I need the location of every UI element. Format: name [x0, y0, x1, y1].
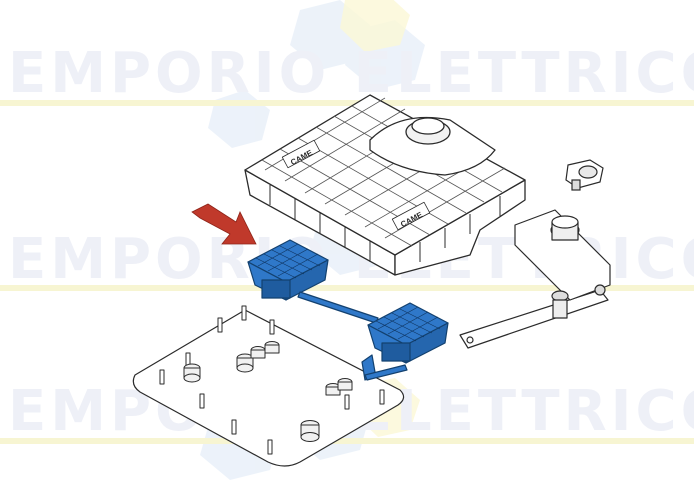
red-pointer-arrow	[191, 203, 257, 245]
motor-housing: CAME CAME	[244, 94, 526, 276]
watermark-row-1: EMPORIO ELETTRICO	[0, 41, 694, 106]
highlighted-limit-switch-assembly	[247, 239, 449, 381]
lever-arm	[459, 209, 611, 349]
foundation-plate	[132, 305, 405, 467]
release-knob-part	[565, 159, 604, 191]
watermark-text: EMPORIO ELETTRICO	[8, 41, 694, 106]
